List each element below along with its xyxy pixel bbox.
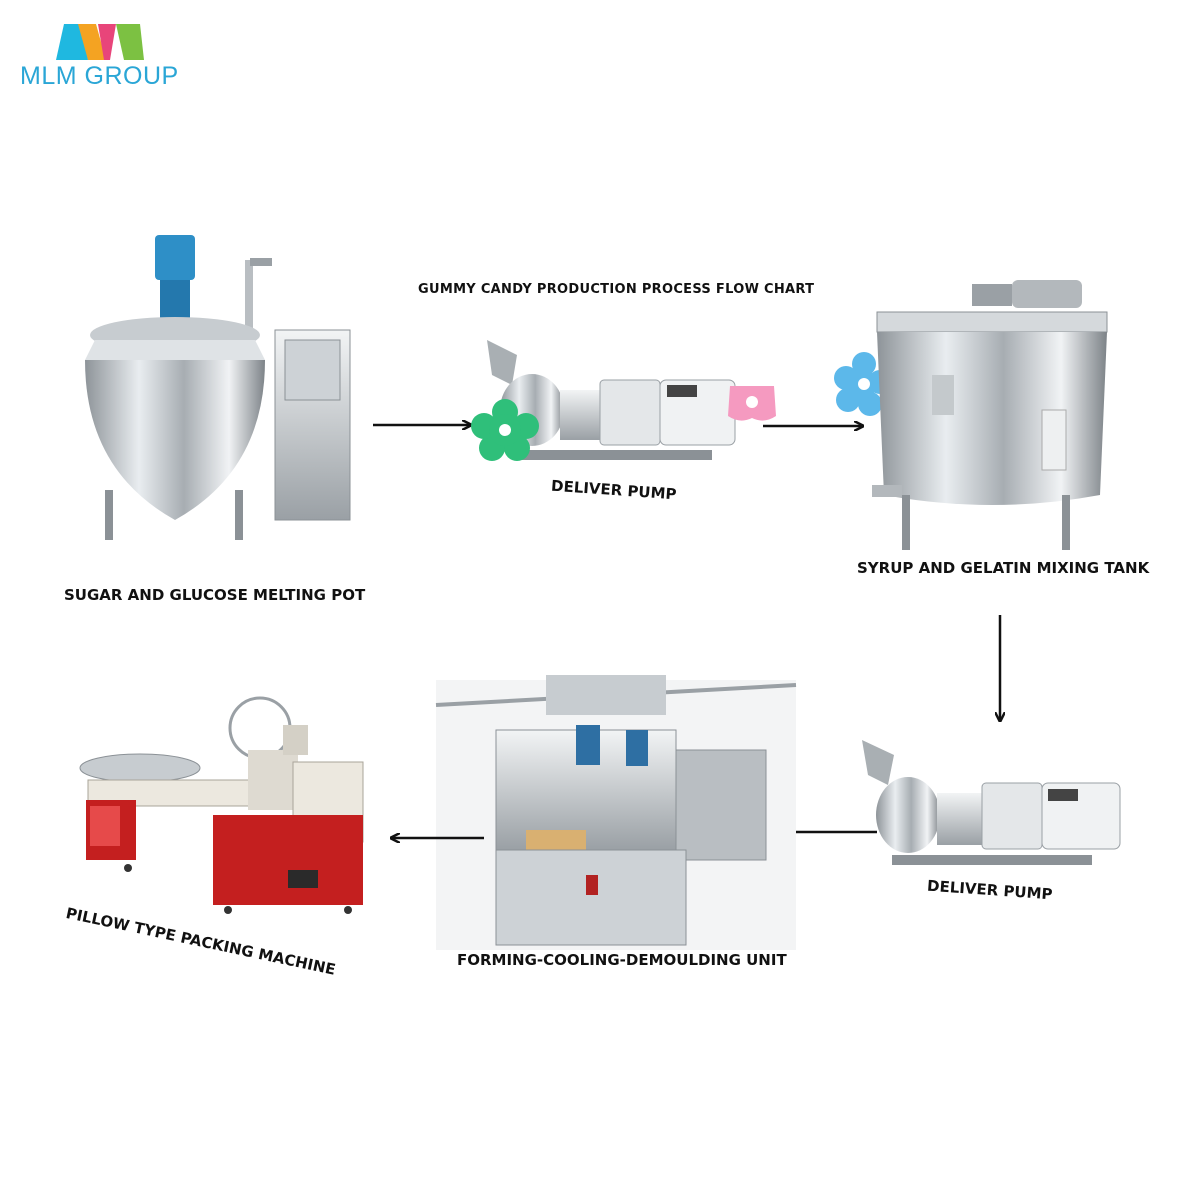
chart-title: GUMMY CANDY PRODUCTION PROCESS FLOW CHAR… [418, 282, 815, 297]
forming-unit-image [435, 675, 797, 950]
arrow-right-2 [763, 416, 872, 436]
mixing-tank-image [872, 280, 1108, 550]
melting-pot-image [85, 235, 351, 540]
logo-text: MLM GROUP [20, 62, 179, 90]
arrow-right-1 [373, 415, 480, 435]
step-label-mixing-tank: SYRUP AND GELATIN MIXING TANK [857, 559, 1150, 577]
step-label-deliver-pump-1: DELIVER PUMP [550, 476, 678, 504]
logo-mark-icon [56, 24, 144, 60]
step-label-melting-pot: SUGAR AND GLUCOSE MELTING POT [64, 586, 366, 604]
step-label-forming-unit: FORMING-COOLING-DEMOULDING UNIT [457, 951, 787, 969]
arrow-left-2 [380, 828, 484, 848]
candy-pink-icon [728, 386, 776, 421]
candy-green-icon [471, 399, 539, 461]
arrow-down [990, 615, 1010, 730]
logo [54, 20, 146, 62]
deliver-pump-image-2 [862, 740, 1121, 865]
packing-machine-image [79, 696, 364, 914]
